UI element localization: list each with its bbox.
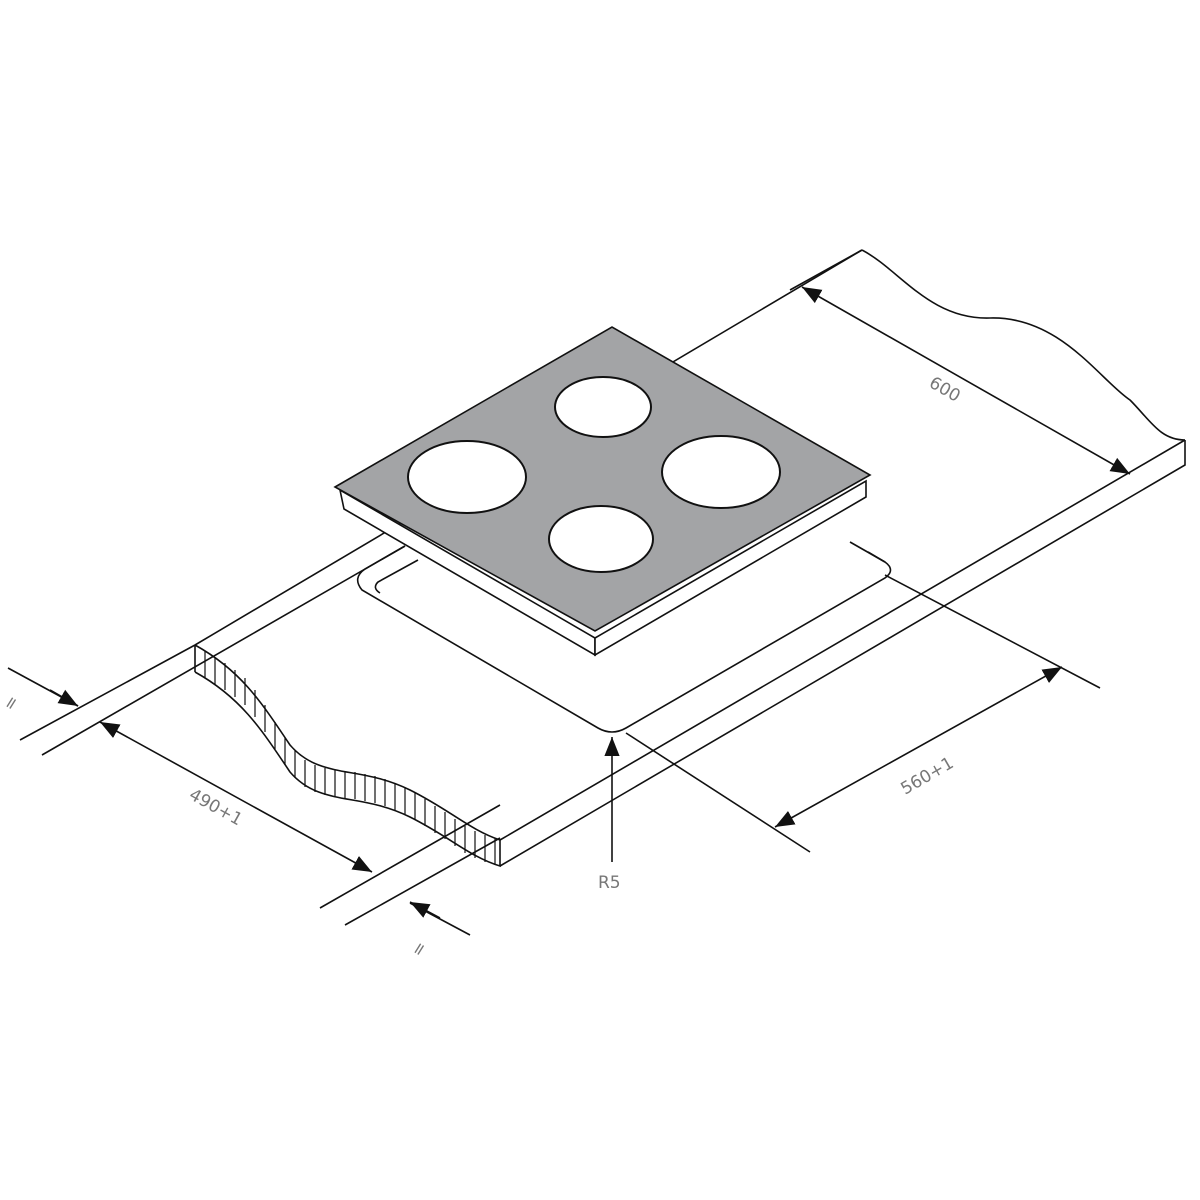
equal-mark-right: = — [407, 938, 432, 961]
dimension-label-560: 560+1 — [898, 753, 958, 799]
burner-right — [661, 435, 781, 509]
dimension-label-r5: R5 — [598, 873, 621, 893]
dimension-label-600: 600 — [926, 373, 964, 407]
hob — [333, 326, 872, 657]
hob-glass-top — [333, 326, 872, 632]
cutout-outline — [356, 541, 892, 733]
dimension-r5: R5 — [598, 737, 621, 893]
dimension-label-490: 490+1 — [186, 785, 246, 830]
extension-lines — [7, 249, 1101, 936]
dimension-490: 490+1 = = — [0, 689, 441, 961]
burner-left — [407, 440, 527, 514]
burner-front — [548, 505, 654, 573]
burner-back — [554, 376, 652, 438]
dimension-560: 560+1 — [774, 666, 1063, 828]
equal-mark-left: = — [0, 692, 24, 715]
